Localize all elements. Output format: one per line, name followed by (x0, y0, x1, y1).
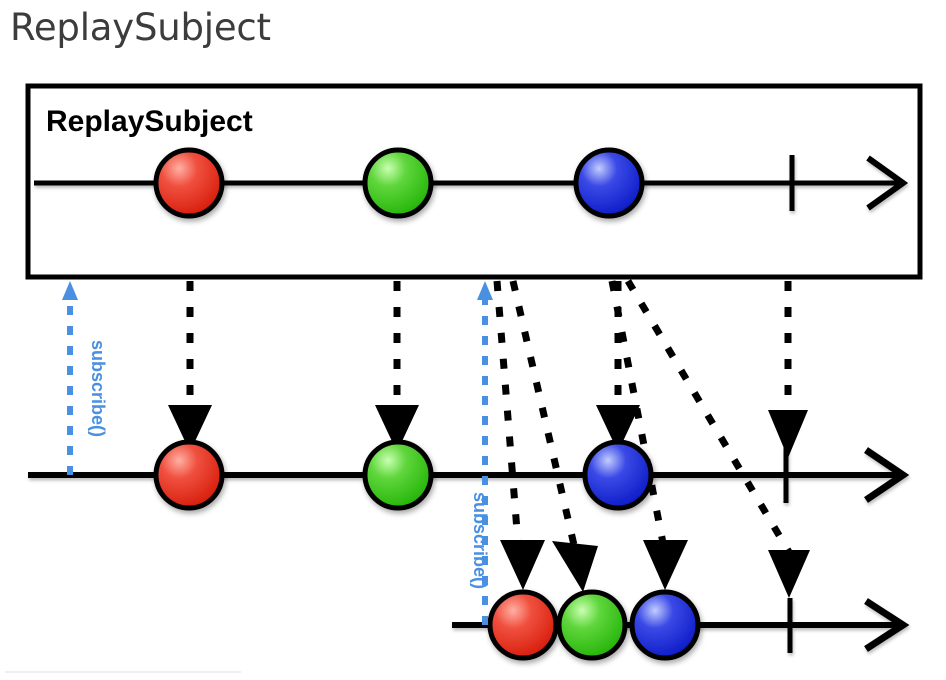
second-subscriber-marbles (487, 589, 701, 661)
second-subscriber-timeline-arrowhead (864, 598, 910, 652)
replay-complete-t1-t3-head (768, 550, 810, 598)
subscribe-arrow-1-label: subscribe() (88, 340, 108, 437)
replay-blue-t1-t3-line (608, 280, 667, 544)
marble-red-subscriber-1 (153, 439, 225, 511)
subscribe-arrow-1-head (62, 281, 78, 300)
subscribe-arrow-2-label: subscribe() (470, 492, 490, 589)
marble-green-source (362, 147, 434, 219)
emission-green-t1-t2-head (375, 405, 419, 452)
marble-red-subscriber-2 (487, 589, 559, 661)
emission-arrows-to-first-subscriber (168, 281, 808, 458)
marble-blue-source (573, 147, 645, 219)
first-subscriber-timeline-arrowhead (864, 447, 910, 503)
replay-blue-t1-t3-head (643, 540, 688, 590)
marble-green-subscriber-1 (362, 439, 434, 511)
emission-red-t1-t2-head (168, 405, 212, 452)
subscribe-arrow-2: subscribe() (470, 281, 493, 625)
replay-red-t1-t3-head (500, 540, 545, 590)
marble-red-source (153, 147, 225, 219)
replay-green-t1-t3-line (509, 280, 578, 546)
subscribe-arrow-2-head (477, 281, 493, 300)
emission-complete-t1-t2-head (768, 410, 808, 458)
emission-blue-t1-t2-head (596, 405, 640, 452)
first-subscriber-marbles (153, 439, 654, 511)
replay-red-t1-t3-line (493, 280, 522, 544)
operator-box-label: ReplaySubject (46, 105, 253, 138)
page-title: ReplaySubject (10, 6, 271, 49)
replay-arrows-to-second-subscriber (493, 279, 810, 598)
subscribe-arrow-1: subscribe() (62, 281, 108, 475)
replay-complete-t1-t3-line (624, 279, 793, 554)
source-marbles (153, 147, 645, 219)
source-timeline-arrowhead (866, 155, 909, 211)
replay-green-t1-t3-head (552, 541, 598, 592)
marble-blue-subscriber-2 (629, 589, 701, 661)
marble-blue-subscriber-1 (582, 439, 654, 511)
footer-divider (5, 671, 241, 673)
marble-green-subscriber-2 (556, 589, 628, 661)
